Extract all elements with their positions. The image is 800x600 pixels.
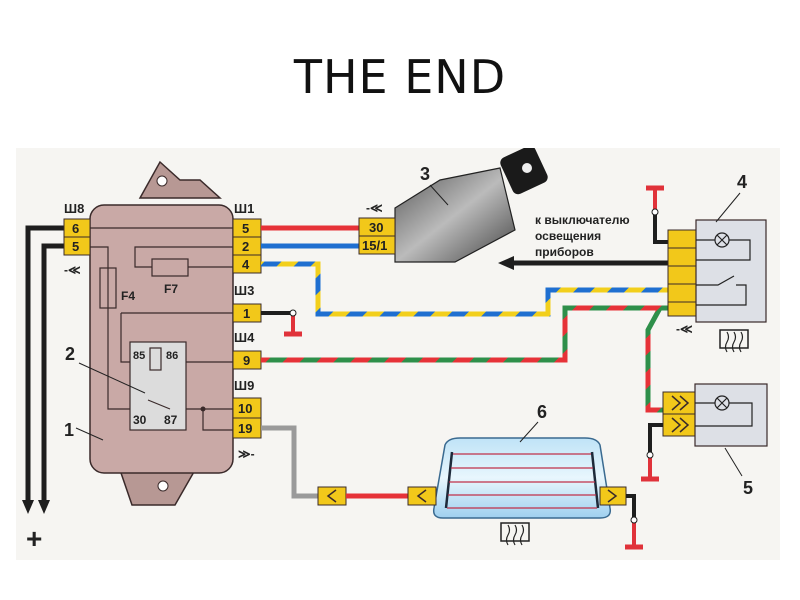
callout-3: 3: [420, 164, 430, 184]
block-bottom-mount: [118, 469, 197, 506]
fuse-f4-label: F4: [121, 289, 135, 303]
plus-sign: +: [26, 523, 42, 554]
relay-terminal-86: 86: [166, 350, 178, 362]
rear-window-heater-switch: [667, 219, 767, 323]
fuse-f7-label: F7: [164, 282, 178, 296]
plug-icon: -≪: [366, 201, 383, 215]
relay-coil: [149, 347, 162, 371]
connector-sh8-label: Ш8: [64, 201, 84, 216]
pin-label: 10: [238, 401, 252, 416]
relay-terminal-30: 30: [133, 413, 147, 427]
relay-terminal-85: 85: [133, 350, 145, 362]
wire-yellow-blue: [261, 261, 668, 317]
connector-sh3-label: Ш3: [234, 283, 254, 298]
callout-5: 5: [743, 478, 753, 498]
wire-red-green-to-lamp5: [645, 306, 664, 413]
callout-2: 2: [65, 344, 75, 364]
pin-label: 19: [238, 421, 252, 436]
plug-icon: -≪: [64, 263, 81, 277]
key-icon: [500, 145, 548, 195]
connector-sh3: 1: [232, 303, 262, 323]
ignition-switch: 30 15/1: [358, 145, 548, 263]
relay-terminal-87: 87: [164, 413, 178, 427]
fuse-f7: [151, 258, 189, 277]
callout-1: 1: [64, 420, 74, 440]
wire-red-green: [261, 305, 668, 363]
arrow-left-icon: [498, 256, 514, 270]
wire-gray: [261, 425, 318, 499]
indicator-lamp: [662, 383, 768, 447]
mounting-block: [89, 160, 234, 506]
rear-defrost-icon: [500, 522, 530, 546]
connector-sh1: 5 2 4: [232, 218, 262, 274]
wiring-diagram: + F4 F7 85 86 30 87 Ш8 6 5 -≪ Ш1: [16, 145, 780, 560]
connector-sh8: 6 5: [63, 218, 91, 256]
pin-label: 1: [243, 306, 250, 321]
pin-label: 5: [72, 239, 79, 254]
plug-icon: -≪: [676, 322, 693, 336]
arrow-down-icon: [22, 500, 34, 514]
wiring-diagram-svg: + F4 F7 85 86 30 87 Ш8 6 5 -≪ Ш1: [22, 145, 768, 554]
note-line-1: к выключателю: [535, 213, 630, 227]
pin-label: 5: [242, 221, 249, 236]
fuse-f4: [99, 267, 117, 309]
arrow-down-icon: [38, 500, 50, 514]
callout-4: 4: [737, 172, 747, 192]
connector-gray-red: [317, 486, 347, 506]
callout-6: 6: [537, 402, 547, 422]
relay-switch: [147, 399, 171, 410]
connector-sh4-label: Ш4: [234, 330, 255, 345]
pin-label: 15/1: [362, 238, 387, 253]
pin-label: 6: [72, 221, 79, 236]
note-line-3: приборов: [535, 245, 594, 259]
rear-window-heater: [407, 437, 627, 519]
connector-sh9-label: Ш9: [234, 378, 254, 393]
pin-label: 4: [242, 257, 250, 272]
connector-sh4: 9: [232, 350, 262, 370]
socket-icon: ≫-: [238, 447, 255, 461]
pin-label: 30: [369, 220, 383, 235]
wire-sh8-6: [25, 225, 64, 502]
slide-title: THE END: [293, 50, 507, 104]
connector-sh1-label: Ш1: [234, 201, 254, 216]
note-line-2: освещения: [535, 229, 601, 243]
pin-label: 2: [242, 239, 249, 254]
plus-wires: [22, 225, 64, 514]
wire-sh8-5: [41, 243, 64, 502]
rear-defrost-icon: [719, 329, 749, 353]
pin-label: 9: [243, 353, 250, 368]
connector-sh9: 10 19: [232, 397, 262, 439]
